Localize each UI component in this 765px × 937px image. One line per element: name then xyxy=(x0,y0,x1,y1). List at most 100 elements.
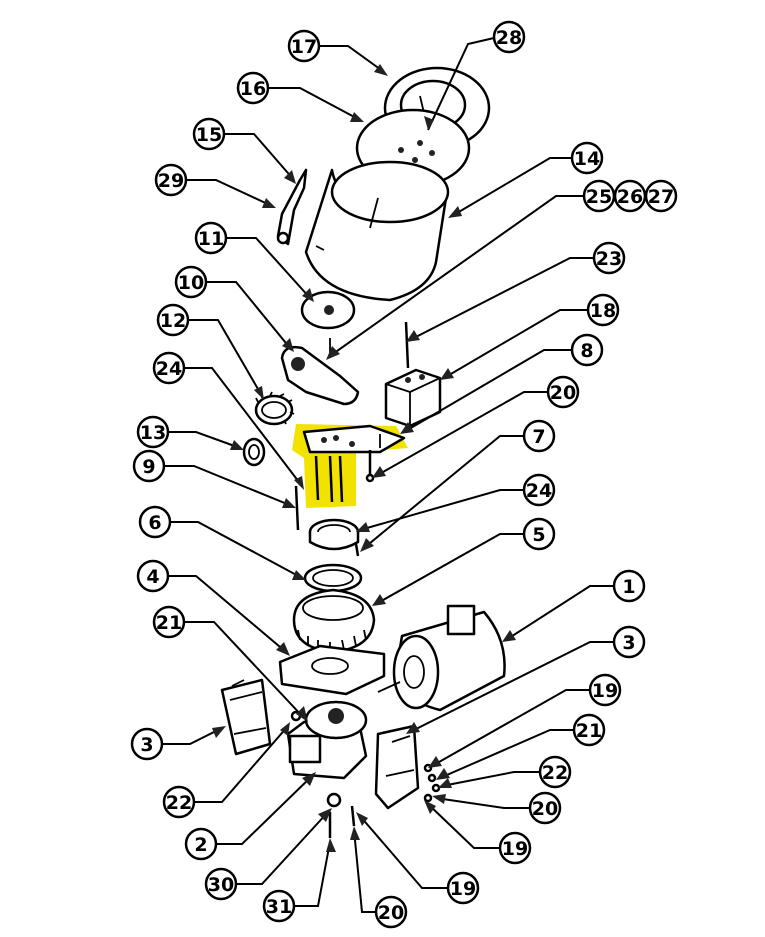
part-2-gearbox xyxy=(286,700,368,780)
svg-text:25: 25 xyxy=(586,186,612,208)
callout-10: 10 xyxy=(174,265,208,299)
callout-31: 31 xyxy=(262,889,296,923)
svg-text:20: 20 xyxy=(550,382,576,404)
svg-text:24: 24 xyxy=(526,480,552,502)
svg-text:16: 16 xyxy=(240,78,266,100)
callout-15: 15 xyxy=(192,117,226,151)
svg-text:19: 19 xyxy=(592,680,618,702)
callout-4: 4 xyxy=(136,559,170,593)
part-12-gear xyxy=(254,391,295,426)
svg-text:1: 1 xyxy=(622,576,635,598)
svg-text:9: 9 xyxy=(142,456,155,478)
part-9-pin xyxy=(294,485,300,531)
svg-text:8: 8 xyxy=(580,340,593,362)
callout-13: 13 xyxy=(136,415,170,449)
svg-text:13: 13 xyxy=(140,422,166,444)
callout-2: 2 xyxy=(184,827,218,861)
callout-3-right: 3 xyxy=(612,625,646,659)
callout-24-lower: 24 xyxy=(522,473,556,507)
svg-text:18: 18 xyxy=(590,300,616,322)
callout-21-right: 21 xyxy=(572,713,606,747)
part-23-pin xyxy=(404,321,410,369)
svg-text:10: 10 xyxy=(178,272,204,294)
svg-text:12: 12 xyxy=(160,310,186,332)
svg-text:27: 27 xyxy=(648,186,674,208)
callout-25: 25 xyxy=(582,179,616,213)
svg-text:21: 21 xyxy=(576,720,602,742)
svg-text:4: 4 xyxy=(146,566,159,588)
svg-text:29: 29 xyxy=(158,170,184,192)
part-5-large-gear xyxy=(292,588,376,654)
svg-text:17: 17 xyxy=(291,36,317,58)
callout-20-right: 20 xyxy=(528,791,562,825)
part-18-block xyxy=(384,368,442,428)
callout-26: 26 xyxy=(613,179,647,213)
callout-19-lower-right: 19 xyxy=(498,831,532,865)
part-small-hardware xyxy=(290,710,441,838)
callout-12: 12 xyxy=(156,303,190,337)
svg-text:22: 22 xyxy=(542,762,568,784)
callout-6: 6 xyxy=(138,505,172,539)
svg-text:26: 26 xyxy=(617,186,643,208)
callout-29: 29 xyxy=(154,163,188,197)
callout-7: 7 xyxy=(522,419,556,453)
callout-24-top: 24 xyxy=(152,351,186,385)
callout-20-top: 20 xyxy=(546,375,580,409)
callout-1: 1 xyxy=(612,569,646,603)
part-4-base-plate xyxy=(278,644,386,696)
svg-text:14: 14 xyxy=(574,148,600,170)
svg-text:3: 3 xyxy=(622,632,635,654)
svg-text:23: 23 xyxy=(596,248,622,270)
callout-5: 5 xyxy=(522,517,556,551)
part-8-plate-highlighted xyxy=(292,424,408,508)
callout-19-bottom: 19 xyxy=(446,871,480,905)
callout-16: 16 xyxy=(236,71,270,105)
callout-19-top: 19 xyxy=(588,673,622,707)
callout-3-left: 3 xyxy=(130,727,164,761)
svg-text:3: 3 xyxy=(140,734,153,756)
svg-text:11: 11 xyxy=(198,228,224,250)
svg-text:15: 15 xyxy=(196,124,222,146)
callout-23: 23 xyxy=(592,241,626,275)
part-6-ring xyxy=(303,563,363,593)
part-24-bearing xyxy=(308,518,360,551)
callout-9: 9 xyxy=(132,449,166,483)
part-13-spring xyxy=(242,437,266,467)
svg-text:2: 2 xyxy=(194,834,207,856)
svg-text:24: 24 xyxy=(156,358,182,380)
svg-text:20: 20 xyxy=(532,798,558,820)
part-3-right-bracket xyxy=(374,724,420,810)
part-10-arm xyxy=(280,338,360,406)
callout-8: 8 xyxy=(570,333,604,367)
part-1-motor xyxy=(377,604,506,712)
callout-27: 27 xyxy=(644,179,678,213)
svg-text:19: 19 xyxy=(450,878,476,900)
svg-text:20: 20 xyxy=(378,902,404,924)
svg-text:7: 7 xyxy=(532,426,545,448)
part-14-drum xyxy=(304,160,450,302)
svg-text:28: 28 xyxy=(496,27,522,49)
callout-14: 14 xyxy=(570,141,604,175)
svg-text:30: 30 xyxy=(208,874,234,896)
callout-21-top: 21 xyxy=(152,605,186,639)
svg-text:21: 21 xyxy=(156,612,182,634)
callout-30: 30 xyxy=(204,867,238,901)
svg-text:31: 31 xyxy=(266,896,292,918)
callout-22-left: 22 xyxy=(162,785,196,819)
leader-lines xyxy=(162,37,614,913)
callout-20-bottom: 20 xyxy=(374,895,408,929)
callout-22-right: 22 xyxy=(538,755,572,789)
callouts: 28 17 16 15 14 29 25 26 27 11 23 10 18 1… xyxy=(130,20,678,929)
callout-18: 18 xyxy=(586,293,620,327)
svg-text:19: 19 xyxy=(502,838,528,860)
svg-text:5: 5 xyxy=(532,524,545,546)
part-11-hub xyxy=(300,290,356,330)
svg-text:22: 22 xyxy=(166,792,192,814)
callout-28: 28 xyxy=(492,20,526,54)
callout-17: 17 xyxy=(287,29,321,63)
svg-text:6: 6 xyxy=(148,512,161,534)
part-20-screw xyxy=(365,450,375,483)
callout-11: 11 xyxy=(194,221,228,255)
part-3-left-bracket xyxy=(220,678,272,756)
